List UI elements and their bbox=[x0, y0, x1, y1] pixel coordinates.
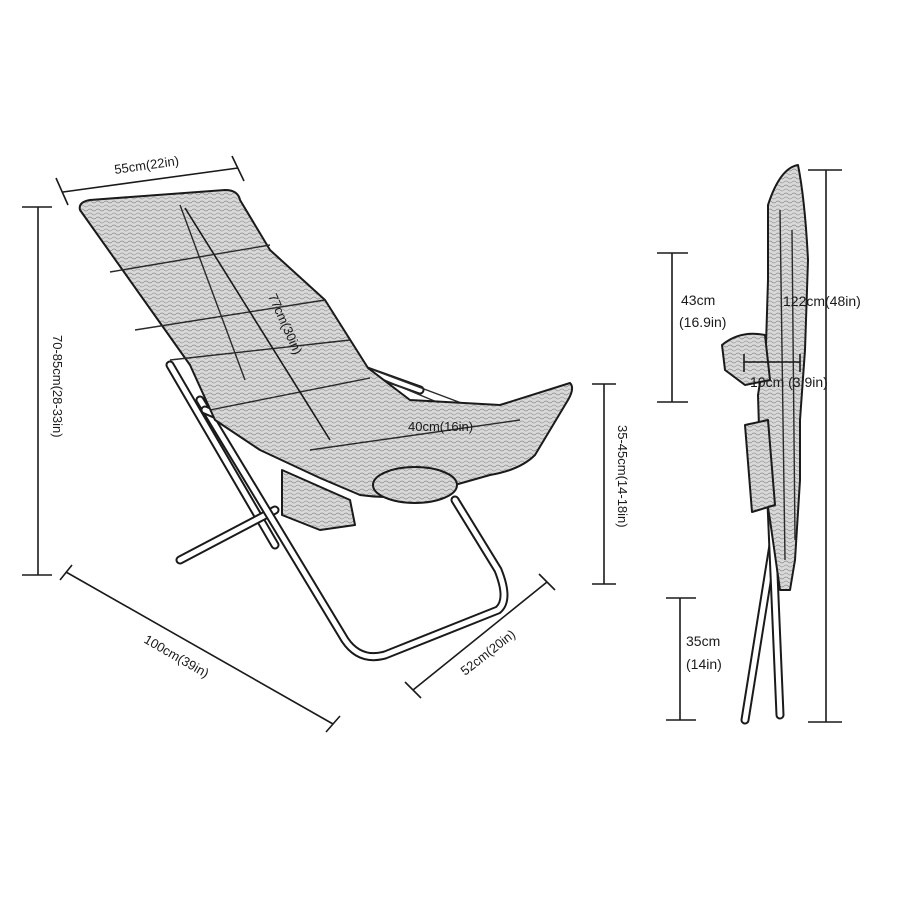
base-width-label: 52cm(20in) bbox=[458, 627, 518, 679]
folded-height-label: 122cm(48in) bbox=[783, 293, 861, 309]
armrest-label-line1: 43cm bbox=[681, 292, 715, 308]
total-height-label: 70-85cm(28-33in) bbox=[50, 335, 65, 438]
armrest-height-dimension: 43cm (16.9in) bbox=[657, 252, 726, 403]
cushion-seams bbox=[109, 204, 521, 451]
folded-seams bbox=[779, 209, 796, 561]
folded-armrest bbox=[721, 332, 771, 386]
leg-label-line1: 35cm bbox=[686, 633, 720, 649]
leg-label-line2: (14in) bbox=[686, 656, 722, 672]
armrest-label-line2: (16.9in) bbox=[679, 314, 726, 330]
folded-pocket bbox=[744, 419, 776, 513]
thickness-label: 10cm (3.9in) bbox=[750, 374, 828, 390]
folded-chair-illustration bbox=[721, 164, 809, 725]
chair-cushion bbox=[78, 189, 574, 498]
thickness-dimension: 10cm (3.9in) bbox=[743, 354, 828, 390]
side-pocket bbox=[281, 469, 356, 531]
seat-depth-label: 40cm(16in) bbox=[408, 419, 473, 434]
seat-depth-dimension: 40cm(16in) bbox=[408, 419, 473, 434]
leg-height-dimension: 35cm (14in) bbox=[666, 597, 722, 721]
head-pillow bbox=[372, 466, 458, 504]
length-label: 100cm(39in) bbox=[142, 632, 212, 681]
width-label: 55cm(22in) bbox=[113, 153, 179, 177]
length-dimension: 100cm(39in) bbox=[59, 564, 341, 733]
folded-height-dimension: 122cm(48in) bbox=[783, 169, 861, 723]
chair-illustration bbox=[78, 189, 574, 662]
seat-height-dimension: 35-45cm(14-18in) bbox=[592, 383, 630, 585]
total-height-dimension: 70-85cm(28-33in) bbox=[22, 206, 65, 576]
seat-height-label: 35-45cm(14-18in) bbox=[615, 425, 630, 528]
